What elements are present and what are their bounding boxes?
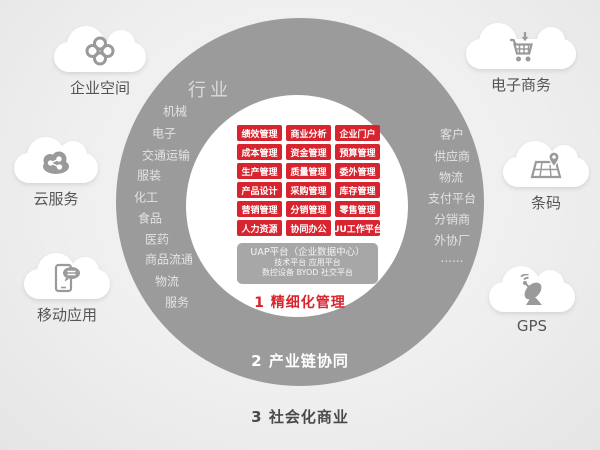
cloud-cloud-service: 云服务 [14,137,98,209]
cloud-mobile-app: 移动应用 [24,253,110,325]
cloud-label: 移动应用 [36,306,97,324]
level3-label: 3 社会化商业 [251,408,349,426]
cloud-label: 电子商务 [490,76,551,94]
module-tile: 分销管理 [286,201,331,217]
module-tile: 资金管理 [286,144,331,160]
module-tile: 人力资源 [237,220,282,236]
cloud-shape [54,26,146,72]
partner-label: 供应商 [433,149,471,164]
module-tile: 生产管理 [237,163,282,179]
partner-label: 外协厂 [433,233,471,248]
module-tile: 绩效管理 [237,125,282,141]
cloud-label: GPS [516,317,548,335]
module-tile: 产品设计 [237,182,282,198]
module-tile: 质量管理 [286,163,331,179]
module-grid: 绩效管理 商业分析 企业门户 成本管理 资金管理 预算管理 生产管理 质量管理 … [237,125,380,236]
industry-label: 机械 [162,104,188,119]
industry-label: 电子 [151,126,177,141]
module-tile: 采购管理 [286,182,331,198]
partner-label: 分销商 [433,212,471,227]
cloud-label: 云服务 [33,190,79,208]
module-tile: 预算管理 [335,144,380,160]
uap-platform-line3: 数控设备 BYOD 社交平台 [261,268,354,277]
cloud-label: 条码 [530,194,561,212]
uap-platform-line2: 技术平台 应用平台 [274,258,341,267]
partner-label: 客户 [439,127,465,142]
industry-label: 服装 [136,168,162,183]
industry-label: 服务 [164,295,190,310]
module-tile: UU工作平台 [335,220,380,236]
shopping-cart-icon [466,27,576,69]
module-tile: 库存管理 [335,182,380,198]
cloud-shape [466,23,576,69]
module-tile: 商业分析 [286,125,331,141]
industry-label: 化工 [133,190,159,205]
map-pin-icon [503,145,589,187]
partner-label: 支付平台 [427,191,477,206]
uap-platform-title: UAP平台（企业数据中心） [250,247,365,258]
industry-label: 食品 [137,211,163,226]
satellite-dish-icon [489,270,575,312]
cloud-enterprise-space: 企业空间 [54,26,146,98]
industry-label: 交通运输 [141,148,191,163]
mobile-chat-icon [24,257,110,299]
industry-ring-title: 行业 [188,80,232,101]
cloud-shape [14,137,98,183]
module-tile: 成本管理 [237,144,282,160]
cloud-barcode: 条码 [503,141,589,213]
cloud-gps: GPS [489,266,575,335]
cloud-label: 企业空间 [69,79,130,97]
industry-label: 医药 [144,232,170,247]
partner-label: ...... [440,251,464,265]
cloud-shape [489,266,575,312]
industry-label: 商品流通 [144,252,194,267]
level1-label: 1 精细化管理 [254,295,346,311]
group-circles-icon [54,30,146,72]
level2-label: 2 产业链协同 [251,352,349,370]
module-tile: 协同办公 [286,220,331,236]
uap-platform-box: UAP平台（企业数据中心） 技术平台 应用平台 数控设备 BYOD 社交平台 [237,243,378,284]
module-tile: 企业门户 [335,125,380,141]
industry-label: 物流 [154,274,180,289]
module-tile: 委外管理 [335,163,380,179]
cloud-ecommerce: 电子商务 [466,23,576,95]
partner-label: 物流 [438,170,464,185]
module-tile: 零售管理 [335,201,380,217]
cloud-shape [503,141,589,187]
cloud-shape [24,253,110,299]
cloud-share-icon [14,141,98,183]
module-tile: 营销管理 [237,201,282,217]
